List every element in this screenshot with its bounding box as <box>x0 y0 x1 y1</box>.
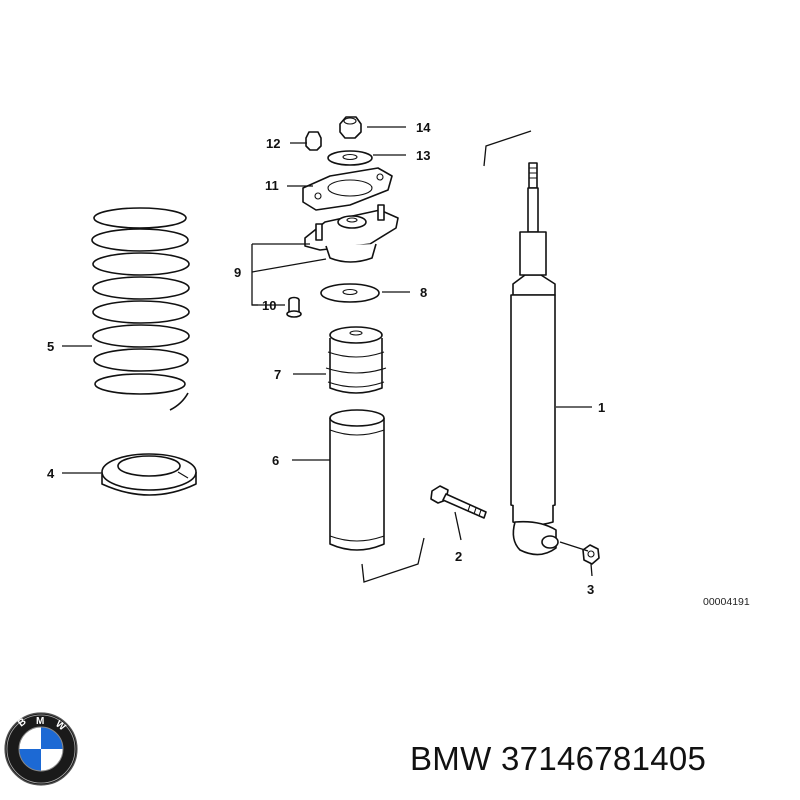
callout-3: 3 <box>587 582 594 597</box>
callout-1: 1 <box>598 400 605 415</box>
small-nut <box>305 131 322 151</box>
coil-spring <box>91 207 190 411</box>
break-lines <box>361 130 532 583</box>
protective-tube <box>329 409 385 551</box>
callout-5: 5 <box>47 339 54 354</box>
washer-8 <box>320 283 380 303</box>
diagram-reference-number: 00004191 <box>703 596 750 608</box>
strut-mount <box>304 204 399 263</box>
callout-6: 6 <box>272 453 279 468</box>
callout-labels: 1 2 3 4 5 6 7 8 9 10 11 12 13 14 <box>47 120 605 597</box>
gasket-plate <box>302 167 393 211</box>
callout-9: 9 <box>234 265 241 280</box>
part-caption: BMW 37146781405 <box>410 740 707 777</box>
callout-14: 14 <box>416 120 431 135</box>
callout-13: 13 <box>416 148 430 163</box>
callout-12: 12 <box>266 136 280 151</box>
mount-bolt <box>286 296 302 318</box>
bump-stop <box>325 326 387 394</box>
callout-8: 8 <box>420 285 427 300</box>
shock-absorber <box>510 162 559 556</box>
lower-bolt <box>430 485 487 519</box>
callout-4: 4 <box>47 466 55 481</box>
lower-nut <box>582 544 600 565</box>
spring-pad <box>101 453 197 496</box>
svg-text:M: M <box>36 716 44 727</box>
bmw-logo: B M W <box>4 712 78 786</box>
washer-13 <box>327 150 373 166</box>
leader-lines <box>62 126 593 577</box>
callout-11: 11 <box>265 178 279 193</box>
callout-7: 7 <box>274 367 281 382</box>
callout-10: 10 <box>262 298 276 313</box>
callout-2: 2 <box>455 549 462 564</box>
top-nut <box>339 116 362 139</box>
